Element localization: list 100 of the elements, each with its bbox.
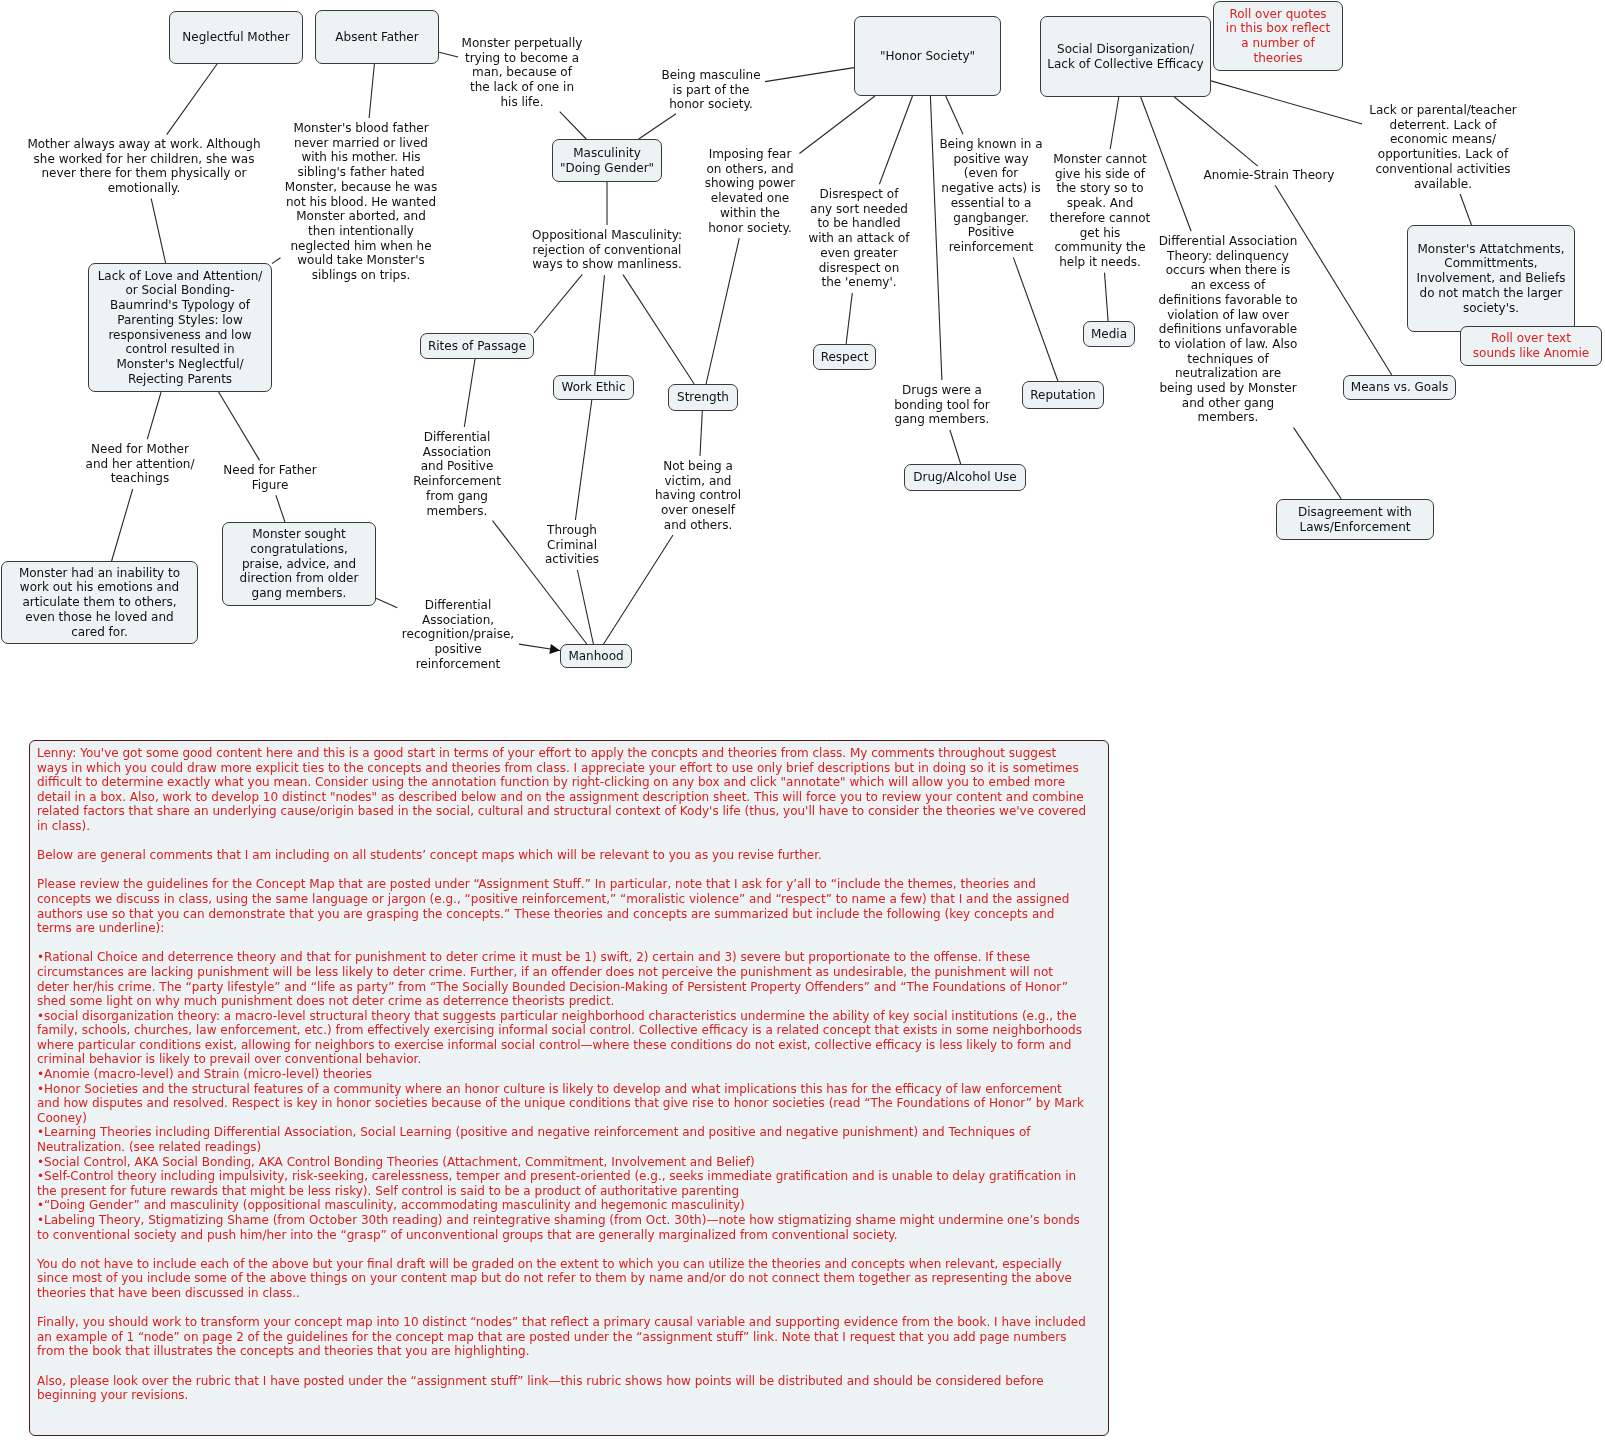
connector-line: [166, 63, 218, 136]
connector-line: [271, 257, 282, 265]
connector-line: [845, 292, 853, 345]
concept-box: [553, 375, 634, 400]
concept-box: [88, 263, 272, 392]
concept-text: Respect: [820, 349, 869, 365]
connector-line: [111, 488, 134, 562]
connector-line: [1459, 193, 1473, 226]
connector-line: [574, 399, 593, 521]
concept-box: [222, 522, 376, 606]
connector-line: [375, 597, 398, 609]
concept-box: [1407, 225, 1575, 332]
connector-line: [594, 274, 606, 376]
note-box: [1213, 1, 1343, 71]
bullet-item: •Anomie (macro-level) and Strain (micro-level) theories: [37, 1067, 373, 1082]
connector-line: [638, 113, 677, 140]
concept-text: Social Disorganization/ Lack of Collective Efficacy: [1047, 41, 1204, 72]
concept-box: [552, 139, 662, 182]
note-box: [1460, 326, 1602, 366]
note-text: Roll over text sounds like Anomie: [1471, 331, 1591, 361]
linking-phrase: Monster's blood father never married or lived with his mother. His sibling's father hated Monster, because he was not his blood. He wanted Monster aborted, and then intentionally neglected him when he would take Monster's siblings on trips.: [283, 121, 439, 283]
connector-line: [1274, 184, 1393, 376]
connector-line: [1293, 427, 1342, 500]
bullet-item: •Social Control, AKA Social Bonding, AKA Control Bonding Theories (Attachment, Commitment, Involvement and Belief): [37, 1154, 756, 1170]
connector-line: [798, 95, 876, 155]
bullet-item: •Self-Control theory including impulsivity, risk-seeking, carelessness, temper and present-oriented (e.g., seeks immediate gratification and is unable to delay gratification in the present for future rewards that might be less risky). Self control is said to be a product of authoritative parenting: [37, 1169, 1078, 1199]
bullet-item: •Labeling Theory, Stigmatizing Shame (from October 30th reading) and reintegrative shaming (from Oct. 30th)—note how stigmatizing shame might undermine one’s bonds to conventional society and push him/her into the “grasp” of unconventional groups that are generally marginalized from conventional society.: [37, 1213, 1081, 1243]
concept-text: Reputation: [1030, 387, 1096, 403]
concept-text: Means vs. Goals: [1350, 380, 1449, 395]
connector-line: [218, 391, 261, 461]
concept-text: Masculinity "Doing Gender": [559, 145, 655, 176]
connector-line: [533, 273, 583, 334]
connector-line: [1140, 96, 1192, 232]
linking-phrase: Need for Mother and her attention/ teachings: [83, 442, 197, 487]
arrow: [518, 643, 561, 654]
concept-text: Drug/Alcohol Use: [913, 470, 1017, 485]
concept-box: [1276, 499, 1434, 540]
connector-line: [606, 181, 608, 226]
linking-phrase: Being masculine is part of the honor society.: [660, 68, 762, 113]
concept-text: "Honor Society": [879, 48, 976, 64]
concept-box: [668, 384, 738, 411]
connector-line: [705, 237, 740, 385]
bullet-item: •Learning Theories including Differential Association, Social Learning (positive and negative reinforcement and positive and negative punishment) and Techniques of Neutralization. (see related readings): [37, 1125, 1032, 1155]
concept-text: Neglectful Mother: [182, 30, 290, 45]
connector-line: [576, 569, 594, 645]
connector-line: [275, 494, 286, 523]
concept-box: [315, 10, 439, 64]
linking-phrase: Oppositional Masculinity: rejection of conventional ways to show manliness.: [531, 228, 683, 273]
connector-line: [559, 111, 587, 140]
linking-phrase: Monster cannot give his side of the story so to speak. And therefore cannot get his community the help it needs.: [1048, 152, 1152, 270]
connector-line: [1173, 96, 1259, 167]
concept-box: [1343, 375, 1456, 400]
concept-text: Monster had an inability to work out his emotions and articulate them to others, even those he loved and cared for.: [17, 565, 182, 640]
concept-box: [1083, 321, 1135, 347]
concept-box: [560, 644, 632, 668]
concept-text: Monster's Attatchments, Committments, Involvement, and Beliefs do not match the larger society's.: [1415, 241, 1567, 316]
comment-box: [29, 740, 1109, 1436]
concept-box: [813, 344, 876, 370]
concept-text: Manhood: [568, 648, 624, 664]
concept-box: [1040, 16, 1211, 97]
connector-line: [603, 534, 674, 645]
concept-box: [169, 11, 303, 64]
connector-line: [929, 95, 943, 381]
connector-line: [945, 95, 964, 135]
connector-line: [1012, 256, 1059, 382]
comment-paragraph: You do not have to include each of the above but your final draft will be graded on the extent to which you can utilize the theories and concepts when relevant, especially since most of you include some of the above things on your content map but do not refer to them by name and/or do not connect them together as representing the above theories that have been discussed in class..: [37, 1256, 1073, 1301]
concept-box: [854, 16, 1001, 96]
concept-box: [1, 561, 198, 644]
concept-box: [904, 464, 1026, 491]
linking-phrase: Anomie-Strain Theory: [1203, 168, 1335, 183]
connector-line: [949, 429, 962, 465]
bullet-item: •social disorganization theory: a macro-level structural theory that suggests particular neighborhood characteristics undermine the ability of key social institutions (e.g., the family, schools, churches, law enforcement, etc.) from effectively exercising informal social control. Collective efficacy is a related concept that exists in some neighborhoods where particular conditions exist, allowing for neighbors to exercise informal social control—where these conditions do not exist, collective efficacy is less likely to form and criminal behavior is likely to prevail over conventional behavior.: [37, 1008, 1083, 1068]
connector-line: [764, 67, 855, 83]
connector-line: [1109, 96, 1120, 150]
linking-phrase: Need for Father Figure: [221, 463, 319, 493]
bullet-item: •Honor Societies and the structural features of a community where an honor culture is likely to develop and what implications this has for the efficacy of law enforcement and how disputes and resolved. Respect is key in honor societies because of the unique conditions that give rise to honor societies (read “The Foundations of Honor” by Mark Cooney): [37, 1081, 1085, 1126]
comment-paragraph: Please review the guidelines for the Concept Map that are posted under “Assignment Stuff.” In particular, note that I ask for y’all to “include the themes, theories and concepts we discuss in class, using the same language or jargon (e.g., “positive reinforcement,” “moralistic violence” and “respect” to name a few) that I and the assigned authors use so that you can demonstrate that you are grasping the concepts.” These theories and concepts are summarized but include the following (key concepts and terms are underline):: [37, 877, 1071, 936]
linking-phrase: Disrespect of any sort needed to be handled with an attack of even greater disrespect on the 'enemy'.: [807, 187, 911, 290]
connector-line: [1210, 80, 1363, 125]
bullet-item: •“Doing Gender” and masculinity (oppositional masculinity, accommodating masculinity and hegemonic masculinity): [37, 1198, 746, 1213]
note-text: Roll over quotes in this box reflect a number of theories: [1224, 6, 1332, 66]
connector-line: [699, 410, 703, 457]
connector-line: [150, 198, 167, 264]
connector-line: [438, 51, 459, 58]
comment-paragraph: Also, please look over the rubric that I have posted under the “assignment stuff” link—this rubric shows how points will be distributed and should be considered before beginning your revisions.: [37, 1373, 1045, 1403]
bullet-item: •Rational Choice and deterrence theory and that for punishment to deter crime it must be 1) swift, 2) certain and 3) severe but proportionate to the offense. If these circumstances are lacking punishment will be less likely to deter crime. Further, if an offender does not perceive the punishment as undesirable, the punishment will not deter her/his crime. The “party lifestyle” and “life as party” from “The Socially Bounded Decision-Making of Persistent Property Offenders” and “The Foundations of Honor” shed some light on why much punishment does not deter crime as deterrence theorists predict.: [37, 950, 1069, 1009]
comment-paragraph: Finally, you should work to transform your concept map into 10 distinct “nodes” that reflect a primary causal variable and supporting evidence from the book. I have included an example of 1 “node” on page 2 of the guidelines for the concept map that are posted under the “assignment stuff” link. Note that I request that you add page numbers from the book that illustrates the concepts and theories that you are highlighting.: [37, 1315, 1087, 1359]
concept-text: Disagreement with Laws/Enforcement: [1297, 504, 1413, 535]
connector-line: [368, 63, 375, 119]
comment-paragraph: Lenny: You've got some good content here and this is a good start in terms of your effort to apply the concpts and theories from class. My comments throughout suggest ways in which you could draw more explicit ties to the concepts and theories from class. I appreciate your effort to use only brief descriptions but in doing so it is sometimes difficult to determine exactly what you mean. Consider using the annotation function by right-clicking on any box and click "annotate" which will allow you to embed more detail in a box. Also, work to develop 10 distinct "nodes" as described below and on the assignment description sheet. This will force you to review your content and combine related factors that share an underlying cause/origin based in the social, cultural and structural context of Kody's life (thus, you'll have to consider the theories we've covered in class).: [37, 746, 1087, 834]
connector-line: [622, 274, 695, 385]
concept-text: Monster sought congratulations, praise, advice, and direction from older gang members.: [238, 527, 360, 601]
linking-phrase: Imposing fear on others, and showing power elevated one within the honor society.: [703, 147, 797, 236]
concept-text: Media: [1090, 326, 1127, 342]
comment-paragraph: Below are general comments that I am including on all students’ concept maps which will be relevant to you as you revise further.: [37, 848, 823, 863]
concept-text: Rites of Passage: [427, 338, 527, 354]
concept-box: [420, 333, 534, 359]
connector-line: [878, 95, 914, 185]
concept-text: Work Ethic: [561, 380, 626, 395]
connector-line: [1103, 272, 1109, 322]
